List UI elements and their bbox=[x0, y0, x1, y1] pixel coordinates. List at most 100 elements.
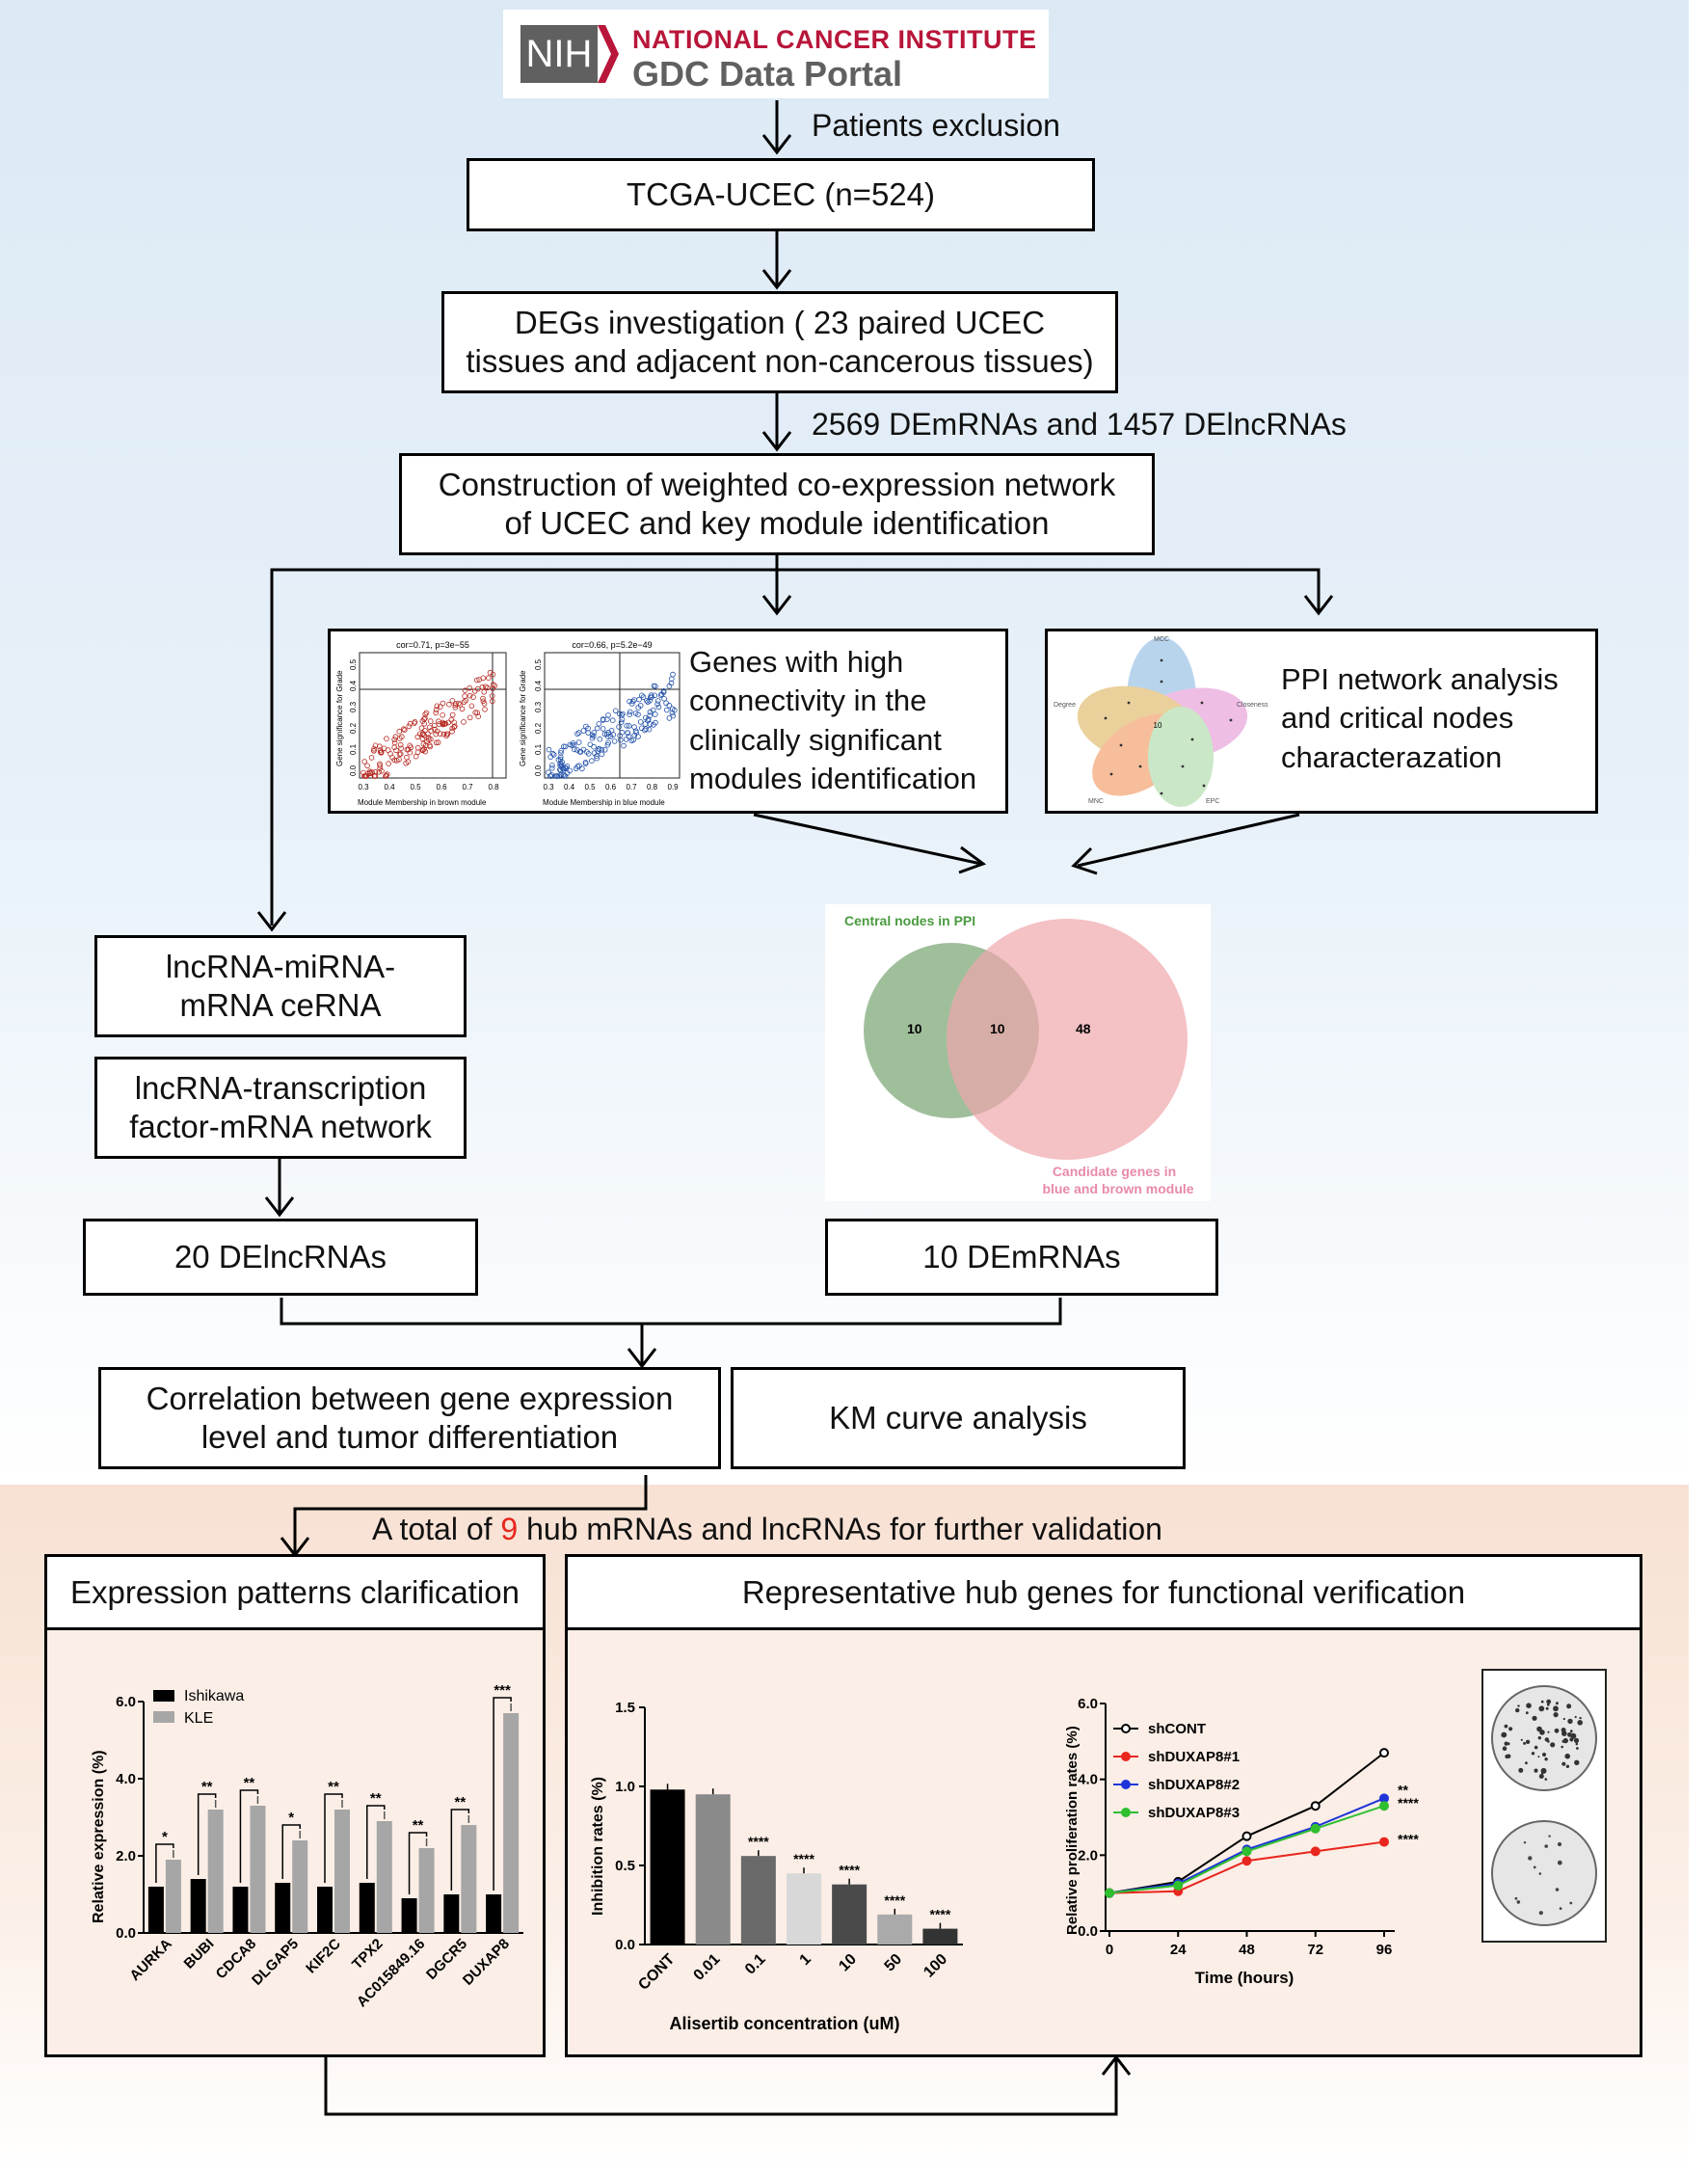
brown-xtick-label: 0.8 bbox=[488, 783, 499, 791]
blue-point bbox=[627, 698, 632, 705]
chart2-sig-label: **** bbox=[930, 1907, 951, 1922]
de-counts-label: 2569 DEmRNAs and 1457 DElncRNAs bbox=[812, 407, 1347, 442]
blue-point bbox=[616, 724, 622, 730]
chart3-legend-marker bbox=[1121, 1808, 1131, 1817]
brown-point bbox=[437, 731, 443, 737]
blue-point bbox=[611, 738, 618, 744]
hub-total-number: 9 bbox=[500, 1512, 519, 1546]
venn-left-label: Central nodes in PPI bbox=[844, 913, 975, 928]
high-connectivity-line-3: clinically significant bbox=[689, 722, 942, 757]
blue-point bbox=[633, 730, 640, 736]
chart3-ytick-label: 6.0 bbox=[1078, 1696, 1098, 1712]
brown-point bbox=[393, 758, 400, 764]
chart2-bar bbox=[695, 1794, 731, 1945]
blue-point bbox=[650, 707, 656, 713]
blue-point bbox=[627, 709, 633, 715]
blue-point bbox=[653, 683, 658, 689]
brown-point bbox=[467, 692, 473, 699]
chart2-sig-label: **** bbox=[793, 1851, 814, 1866]
chart3-point bbox=[1310, 1801, 1321, 1811]
chart2-ytick-label: 0.0 bbox=[615, 1937, 635, 1953]
colony-dot bbox=[1501, 1734, 1504, 1737]
brown-point bbox=[414, 744, 421, 751]
colony-dot bbox=[1540, 1700, 1544, 1704]
colony-dot bbox=[1561, 1761, 1566, 1766]
nih-chevron-icon bbox=[598, 25, 619, 83]
colony-dot bbox=[1548, 1835, 1551, 1838]
brown-point bbox=[435, 739, 441, 745]
brown-point bbox=[482, 707, 488, 712]
flower-venn-count-dot bbox=[1160, 680, 1163, 684]
colony-dot bbox=[1525, 1761, 1528, 1765]
colony-dot bbox=[1569, 1737, 1574, 1742]
blue-point bbox=[569, 742, 575, 748]
brown-point bbox=[368, 755, 375, 761]
chart3-point bbox=[1379, 1801, 1389, 1811]
blue-point bbox=[619, 729, 626, 736]
chart2-xtick-label: 100 bbox=[921, 1951, 950, 1981]
degs-line-1: DEGs investigation ( 23 paired UCEC bbox=[514, 304, 1046, 340]
colony-dot bbox=[1517, 1704, 1520, 1707]
blue-ytick-label: 0.0 bbox=[534, 765, 543, 776]
blue-point bbox=[597, 736, 603, 742]
chart3-xtick-label: 72 bbox=[1307, 1942, 1323, 1958]
brown-point bbox=[383, 773, 389, 779]
chart1-xtick-label: DUXAP8 bbox=[460, 1936, 513, 1989]
blue-point bbox=[605, 712, 611, 718]
brown-scatter-points bbox=[360, 669, 498, 779]
blue-point bbox=[575, 730, 582, 736]
brown-point bbox=[462, 693, 467, 699]
brown-point bbox=[472, 710, 479, 715]
degs-line-2: tissues and adjacent non-cancerous tissu… bbox=[466, 343, 1094, 379]
blue-point bbox=[670, 712, 677, 719]
colony-dot bbox=[1501, 1731, 1508, 1738]
chart1-bar-kle bbox=[503, 1713, 520, 1933]
blue-point bbox=[589, 758, 595, 765]
blue-point bbox=[561, 743, 567, 750]
brown-point bbox=[404, 754, 410, 761]
blue-point bbox=[617, 737, 624, 743]
brown-point bbox=[391, 744, 397, 750]
chart2-xtick-label: 0.01 bbox=[691, 1951, 724, 1984]
blue-point bbox=[636, 696, 642, 703]
blue-xtick-label: 0.9 bbox=[667, 783, 679, 791]
colony-dot bbox=[1579, 1716, 1582, 1720]
blue-point bbox=[580, 728, 587, 734]
chart3-point bbox=[1241, 1856, 1252, 1866]
brown-point bbox=[492, 683, 498, 689]
blue-point bbox=[647, 721, 654, 727]
blue-point bbox=[601, 747, 608, 753]
chart3-point bbox=[1310, 1846, 1321, 1857]
blue-point bbox=[567, 767, 573, 774]
brown-point bbox=[490, 698, 495, 705]
portal-name: GDC Data Portal bbox=[632, 54, 903, 94]
brown-point bbox=[397, 741, 404, 748]
colony-dot bbox=[1577, 1720, 1583, 1726]
blue-point bbox=[585, 751, 592, 757]
brown-point bbox=[361, 759, 367, 765]
brown-point bbox=[452, 723, 458, 730]
correlation-line-1: Correlation between gene expression bbox=[146, 1380, 674, 1416]
chart1-bar-ishikawa bbox=[486, 1894, 502, 1933]
chart2-ylabel: Inhibition rates (%) bbox=[590, 1777, 606, 1916]
ppi-analysis-box: MCC Degree Closeness MNC EPC 10 PPI netw… bbox=[1045, 629, 1598, 814]
blue-point bbox=[652, 692, 658, 699]
brown-point bbox=[405, 746, 412, 753]
flower-venn-count-dot bbox=[1160, 658, 1163, 662]
blue-point bbox=[637, 703, 644, 709]
high-connectivity-text: Genes with high connectivity in the clin… bbox=[689, 643, 976, 798]
blue-point bbox=[609, 717, 616, 723]
flower-venn-count-dot bbox=[1109, 772, 1113, 776]
brown-point bbox=[440, 700, 446, 707]
venn-label-mnc: MNC bbox=[1088, 798, 1104, 805]
brown-point bbox=[485, 684, 491, 691]
high-connectivity-line-4: modules identification bbox=[689, 761, 977, 795]
blue-point bbox=[591, 743, 597, 750]
brown-point bbox=[462, 687, 468, 693]
chart1-sig-label: ** bbox=[244, 1775, 255, 1791]
blue-point bbox=[655, 704, 662, 711]
colony-plate-control bbox=[1491, 1685, 1597, 1791]
brown-point bbox=[440, 712, 445, 718]
wgcna-box: Construction of weighted co-expression n… bbox=[399, 453, 1155, 555]
chart1-bar-kle bbox=[292, 1840, 308, 1933]
